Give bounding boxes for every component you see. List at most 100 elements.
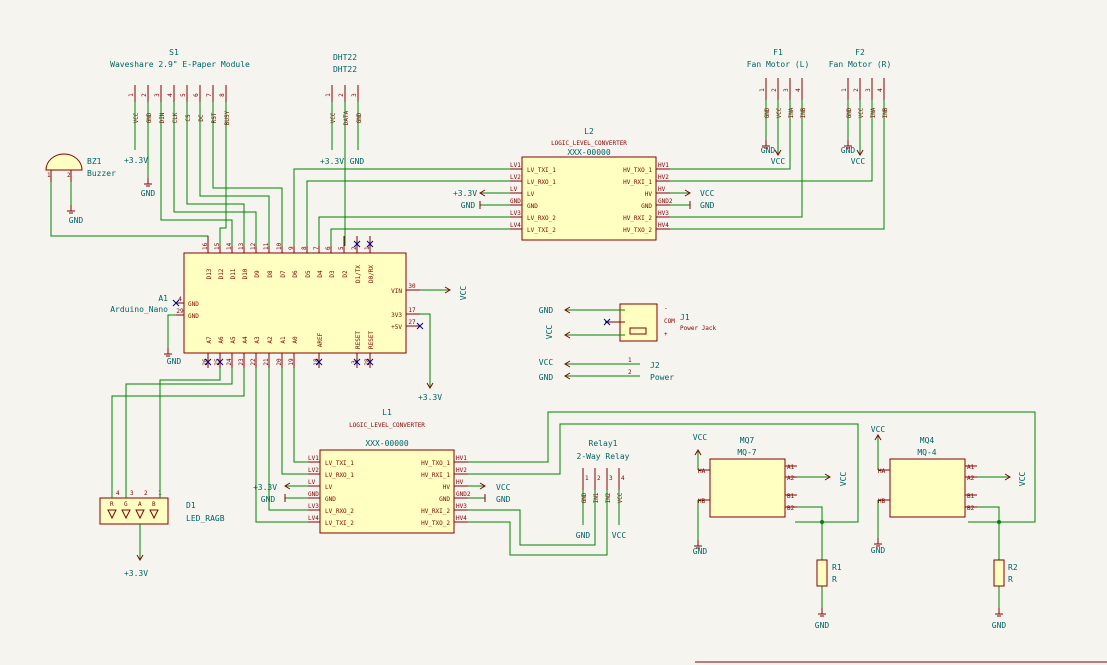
a1-pin-name: D5 bbox=[305, 270, 312, 278]
hv2-wire bbox=[670, 100, 873, 182]
f1-pin-number: 4 bbox=[795, 88, 802, 92]
l1-left-name: LV_RXO_2 bbox=[325, 508, 354, 515]
mq7-pin-name: HA bbox=[698, 468, 706, 475]
f1-pin-number: 3 bbox=[783, 88, 790, 92]
relay1-pin-number: 2 bbox=[597, 475, 601, 482]
l2-right-net: HV2 bbox=[658, 174, 669, 181]
a1-pin-number: 3 bbox=[351, 360, 358, 364]
a1-pin-number: 13 bbox=[238, 242, 245, 250]
dht-value: DHT22 bbox=[333, 65, 357, 74]
mq4-pin-name: B1 bbox=[967, 493, 975, 500]
l1-vcc-label: VCC bbox=[496, 483, 511, 492]
a1-pin-number: 16 bbox=[202, 242, 209, 250]
l1-right-name: HV_RXI_1 bbox=[421, 472, 450, 479]
wire bbox=[293, 168, 510, 246]
hv3-wire bbox=[670, 100, 803, 218]
power-arrow bbox=[426, 382, 434, 389]
l2-left-name: LV_RXO_1 bbox=[527, 179, 556, 186]
a1-pin-name: A3 bbox=[254, 336, 261, 344]
a1-pin-name: D11 bbox=[230, 268, 237, 279]
l1-right-net: HV3 bbox=[456, 503, 467, 510]
power-arrow bbox=[1004, 473, 1011, 481]
led-pin-name: G bbox=[124, 501, 128, 508]
l1-right-name: GND bbox=[439, 496, 450, 503]
a1-pin-name: D1/TX bbox=[355, 265, 362, 283]
relay-in1-wire bbox=[468, 490, 596, 546]
a1-pin-number: 6 bbox=[325, 246, 332, 250]
wire bbox=[219, 102, 227, 246]
l1-left-net: LV bbox=[308, 479, 316, 486]
l1-ref: L1 bbox=[382, 408, 392, 417]
d1-value: LED_RAGB bbox=[186, 514, 225, 523]
s1-pin-number: 4 bbox=[167, 93, 174, 97]
l1-gnd2-label: GND bbox=[496, 495, 511, 504]
a1-pin-number: 14 bbox=[226, 242, 233, 250]
a1-pin-number: 30 bbox=[408, 283, 416, 290]
gnd-label: GND bbox=[841, 146, 856, 155]
relay1-pin-name: IN1 bbox=[593, 492, 600, 503]
a1-pin-number: 11 bbox=[263, 242, 270, 250]
l1-gnd-label: GND bbox=[261, 495, 276, 504]
s1-pin-number: 3 bbox=[154, 93, 161, 97]
wire bbox=[167, 314, 176, 348]
a1-pin-number: 20 bbox=[276, 358, 283, 366]
f2-pin-number: 2 bbox=[853, 88, 860, 92]
l2-right-name: HV_RXI_2 bbox=[623, 215, 652, 222]
power-arrow bbox=[874, 434, 882, 441]
l2-right-name: HV bbox=[645, 191, 653, 198]
wire bbox=[293, 368, 308, 463]
power-arrow bbox=[564, 360, 571, 368]
relay1-pin-number: 1 bbox=[585, 475, 589, 482]
s1-pin-name: BUSY bbox=[224, 110, 231, 125]
wire bbox=[268, 368, 308, 511]
dht-gnd-label: GND bbox=[350, 157, 365, 166]
led-pin-name: R bbox=[110, 501, 114, 508]
l1-left-name: LV_TXI_1 bbox=[325, 460, 354, 467]
f1-vcc-label: VCC bbox=[771, 157, 786, 166]
f1-value: Fan Motor (L) bbox=[747, 60, 810, 69]
wire bbox=[255, 368, 308, 523]
mq7-body bbox=[709, 458, 786, 518]
j2-ref: J2 bbox=[650, 361, 660, 370]
l2-gnd-label: GND bbox=[461, 201, 476, 210]
s1-v33-label: +3.3V bbox=[124, 156, 148, 165]
a1-pin-name: D6 bbox=[292, 270, 299, 278]
a1-pin-name: A6 bbox=[218, 336, 225, 344]
power-arrow bbox=[136, 554, 144, 561]
power-arrow bbox=[774, 149, 782, 156]
bz1-value: Buzzer bbox=[87, 169, 116, 178]
a1-pin-name: RESET bbox=[368, 331, 375, 349]
no-connect-marker bbox=[216, 358, 224, 366]
a1-pin-number: 17 bbox=[408, 307, 416, 314]
junction-dot bbox=[820, 520, 824, 524]
power-arrow bbox=[444, 286, 451, 294]
a1-value: Arduino_Nano bbox=[110, 305, 168, 314]
mq4-pin-name: HA bbox=[878, 468, 886, 475]
l2-right-name: HV_TXO_1 bbox=[623, 167, 652, 174]
j1-gnd-label: GND bbox=[539, 306, 554, 315]
mq4-ref: MQ4 bbox=[920, 436, 935, 445]
l1-right-net: GND2 bbox=[456, 491, 471, 498]
l2-left-name: GND bbox=[527, 203, 538, 210]
j1-vcc-label: VCC bbox=[545, 325, 554, 340]
a1-pin-number: 18 bbox=[313, 358, 320, 366]
l1-left-net: GND bbox=[308, 491, 319, 498]
wire bbox=[420, 313, 431, 388]
f2-vcc-label: VCC bbox=[851, 157, 866, 166]
a1-pin-name: D12 bbox=[218, 268, 225, 279]
no-connect-marker bbox=[204, 358, 212, 366]
mq7-pin-name: B1 bbox=[787, 493, 795, 500]
a1-pin-number: 4 bbox=[178, 296, 182, 303]
s1-pin-name: DIN bbox=[159, 112, 166, 123]
hv1-wire bbox=[670, 100, 791, 170]
mq4-pin-name: B2 bbox=[967, 505, 975, 512]
l1-right-net: HV2 bbox=[456, 467, 467, 474]
a1-pin-number: 5 bbox=[338, 246, 345, 250]
a1-pin-number: 25 bbox=[214, 358, 221, 366]
a1-pin-number: 21 bbox=[263, 358, 270, 366]
a1-pin-name: AREF bbox=[317, 332, 324, 347]
buzzer-pin-number: 1 bbox=[47, 172, 51, 179]
a1-pin-number: 19 bbox=[288, 358, 295, 366]
l2-left-name: LV_TXI_2 bbox=[527, 227, 556, 234]
